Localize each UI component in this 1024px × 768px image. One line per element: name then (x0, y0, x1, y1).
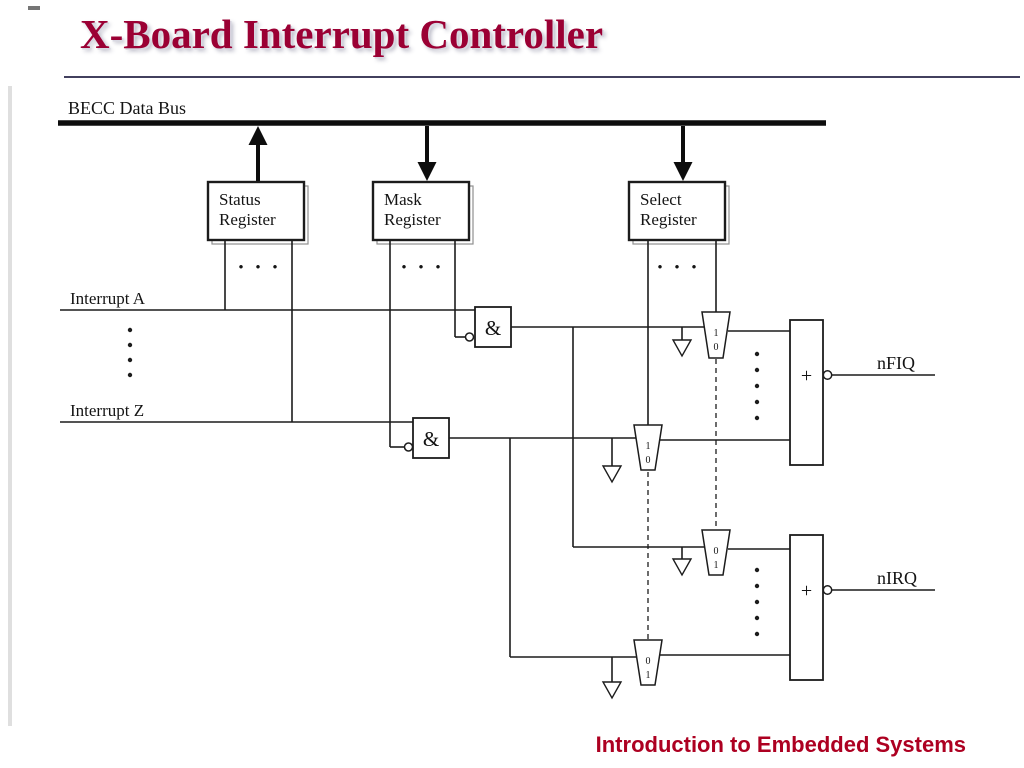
select-register: Select Register • • • (627, 180, 730, 425)
and-gate-2-symbol: & (423, 427, 439, 451)
interrupt-a-line: Interrupt A (60, 289, 475, 311)
becc-data-bus: BECC Data Bus (58, 98, 826, 182)
scan-edge (8, 86, 12, 726)
mux-3-arrow-down (671, 558, 693, 577)
mux-2-label-top: 1 (646, 441, 651, 452)
mask-register: Mask Register • • • (371, 180, 475, 452)
mux-3: 0 1 (671, 529, 790, 577)
mux-4-arrow-down (601, 681, 623, 700)
page-title: X-Board Interrupt Controller (80, 11, 604, 57)
mux-2-label-bottom: 0 (646, 455, 651, 466)
interrupt-ellipsis-vertical (127, 327, 133, 378)
bus-arrow-up (248, 126, 268, 182)
interrupt-z-line: Interrupt Z (60, 401, 413, 423)
status-register-label-1: Status (219, 190, 261, 209)
nfiq-label: nFIQ (877, 353, 915, 373)
select-register-label-1: Select (640, 190, 682, 209)
interrupt-z-label: Interrupt Z (70, 401, 144, 420)
and-gate-2: & (412, 417, 636, 658)
mux-1-label-top: 1 (714, 328, 719, 339)
or-gate-nfiq-symbol: + (801, 365, 812, 387)
mask-register-label-1: Mask (384, 190, 422, 209)
mux-1: 1 0 (671, 311, 790, 359)
status-register-label-2: Register (219, 210, 276, 229)
mux-4-label-top: 0 (646, 656, 651, 667)
scan-speck (28, 6, 40, 10)
or-gate-nirq-symbol: + (801, 580, 812, 602)
mux-3-label-bottom: 1 (714, 560, 719, 571)
bus-arrow-down-mask (417, 126, 437, 181)
mux-1-arrow-down (671, 339, 693, 358)
mux-2: 1 0 (601, 424, 790, 484)
or-gate-nirq: + nIRQ (754, 534, 935, 681)
select-ellipsis: • • • (657, 260, 700, 276)
or-gate-nfiq: + nFIQ (754, 319, 935, 466)
bus-label: BECC Data Bus (68, 98, 186, 118)
and-gate-1-symbol: & (485, 316, 501, 340)
select-register-label-2: Register (640, 210, 697, 229)
bus-arrow-down-select (673, 126, 693, 181)
mux-3-label-top: 0 (714, 546, 719, 557)
mux-4: 0 1 (601, 639, 790, 700)
mask-ellipsis: • • • (401, 260, 444, 276)
interrupt-a-label: Interrupt A (70, 289, 146, 308)
status-ellipsis: • • • (238, 260, 281, 276)
nirq-label: nIRQ (877, 568, 917, 588)
mux-2-arrow-down (601, 465, 623, 484)
status-register: Status Register • • • (206, 180, 309, 422)
footer-text: Introduction to Embedded Systems (595, 732, 966, 757)
mux-1-label-bottom: 0 (714, 342, 719, 353)
title-rule (64, 76, 1020, 78)
mask-register-label-2: Register (384, 210, 441, 229)
mux-4-label-bottom: 1 (646, 670, 651, 681)
interrupt-controller-diagram: BECC Data Bus Status Register • • • (8, 86, 935, 726)
